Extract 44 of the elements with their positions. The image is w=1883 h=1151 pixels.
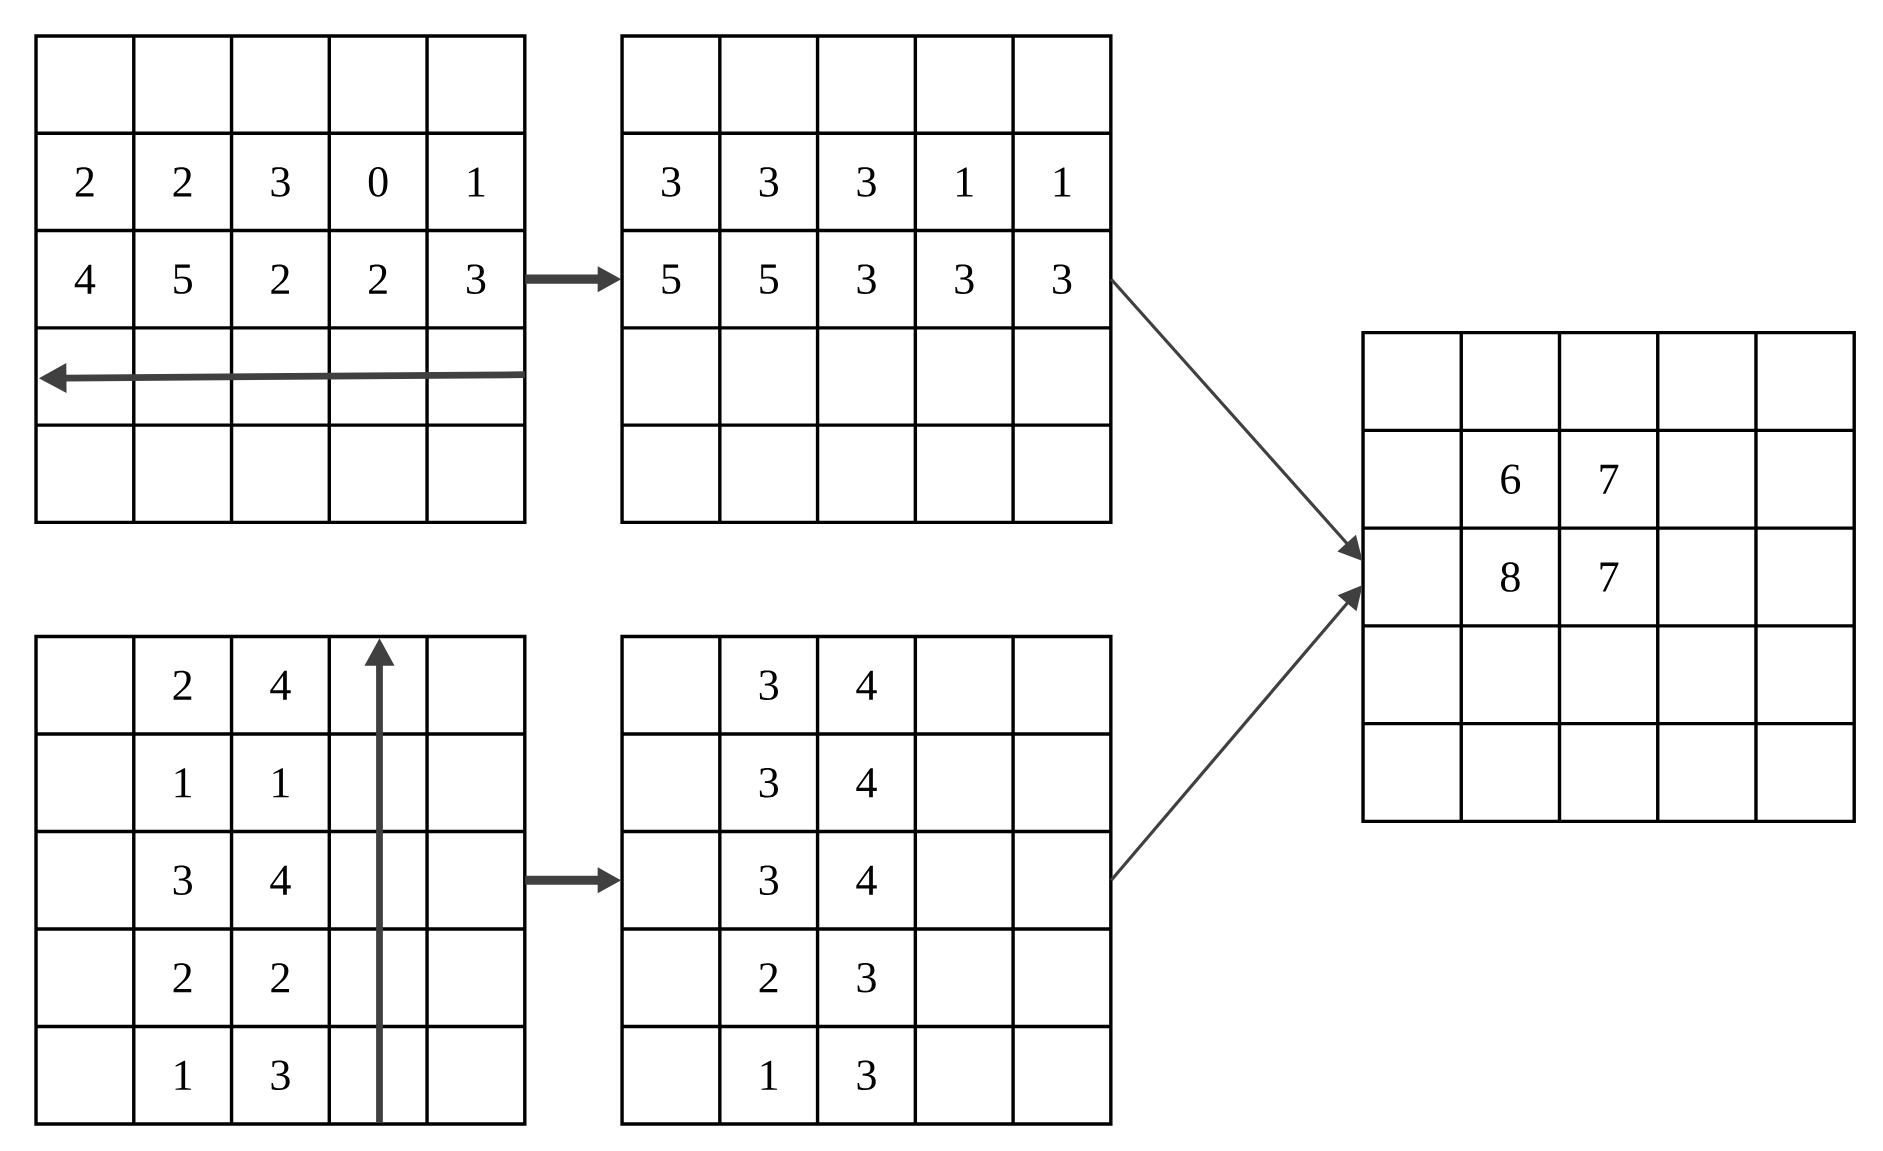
cell-number: 1 <box>468 167 485 197</box>
cell-number: 4 <box>270 670 291 700</box>
cell-number: 3 <box>759 167 778 197</box>
cell-number: 3 <box>467 264 486 294</box>
cell-number: 2 <box>173 167 192 197</box>
cell-number: 2 <box>271 264 289 294</box>
cell-number: 4 <box>856 865 877 895</box>
cell-number: 3 <box>173 865 192 896</box>
cell-number: 2 <box>173 670 192 700</box>
cell-number: 2 <box>271 963 289 993</box>
cell-number: 3 <box>759 767 778 798</box>
cell-number: 3 <box>759 865 778 896</box>
cell-number: 1 <box>175 1060 191 1090</box>
cell-number: 7 <box>1600 562 1619 592</box>
cell-number: 3 <box>662 167 681 197</box>
cell-number: 0 <box>368 167 388 197</box>
cell-number: 3 <box>857 167 876 197</box>
cell-number: 3 <box>1053 264 1072 294</box>
cell-number: 2 <box>75 167 94 197</box>
cell-number: 1 <box>1054 167 1071 197</box>
cell-number: 5 <box>174 264 192 294</box>
cell-number: 4 <box>74 264 96 294</box>
cell-number: 2 <box>173 963 192 993</box>
cell-number: 3 <box>955 264 974 294</box>
cell-number: 5 <box>662 264 681 294</box>
cell-number: 3 <box>857 962 876 993</box>
cell-number: 3 <box>271 1060 290 1091</box>
cell-number: 2 <box>369 264 387 294</box>
cell-number: 3 <box>857 1060 876 1091</box>
cell-number: 1 <box>273 768 289 798</box>
cell-number: 1 <box>761 1060 778 1090</box>
cell-number: 4 <box>270 865 291 895</box>
cell-number: 2 <box>759 963 778 993</box>
cell-number: 1 <box>957 167 973 197</box>
cell-number: 6 <box>1501 464 1521 495</box>
cell-number: 3 <box>271 167 290 197</box>
cell-number: 4 <box>856 768 877 798</box>
cell-number: 3 <box>857 264 876 294</box>
cell-number: 1 <box>175 768 191 798</box>
cell-number: 7 <box>1600 464 1619 494</box>
cell-number: 3 <box>759 670 778 700</box>
cell-number: 4 <box>856 670 877 700</box>
cell-number: 5 <box>760 264 778 294</box>
cell-number: 8 <box>1501 562 1520 592</box>
